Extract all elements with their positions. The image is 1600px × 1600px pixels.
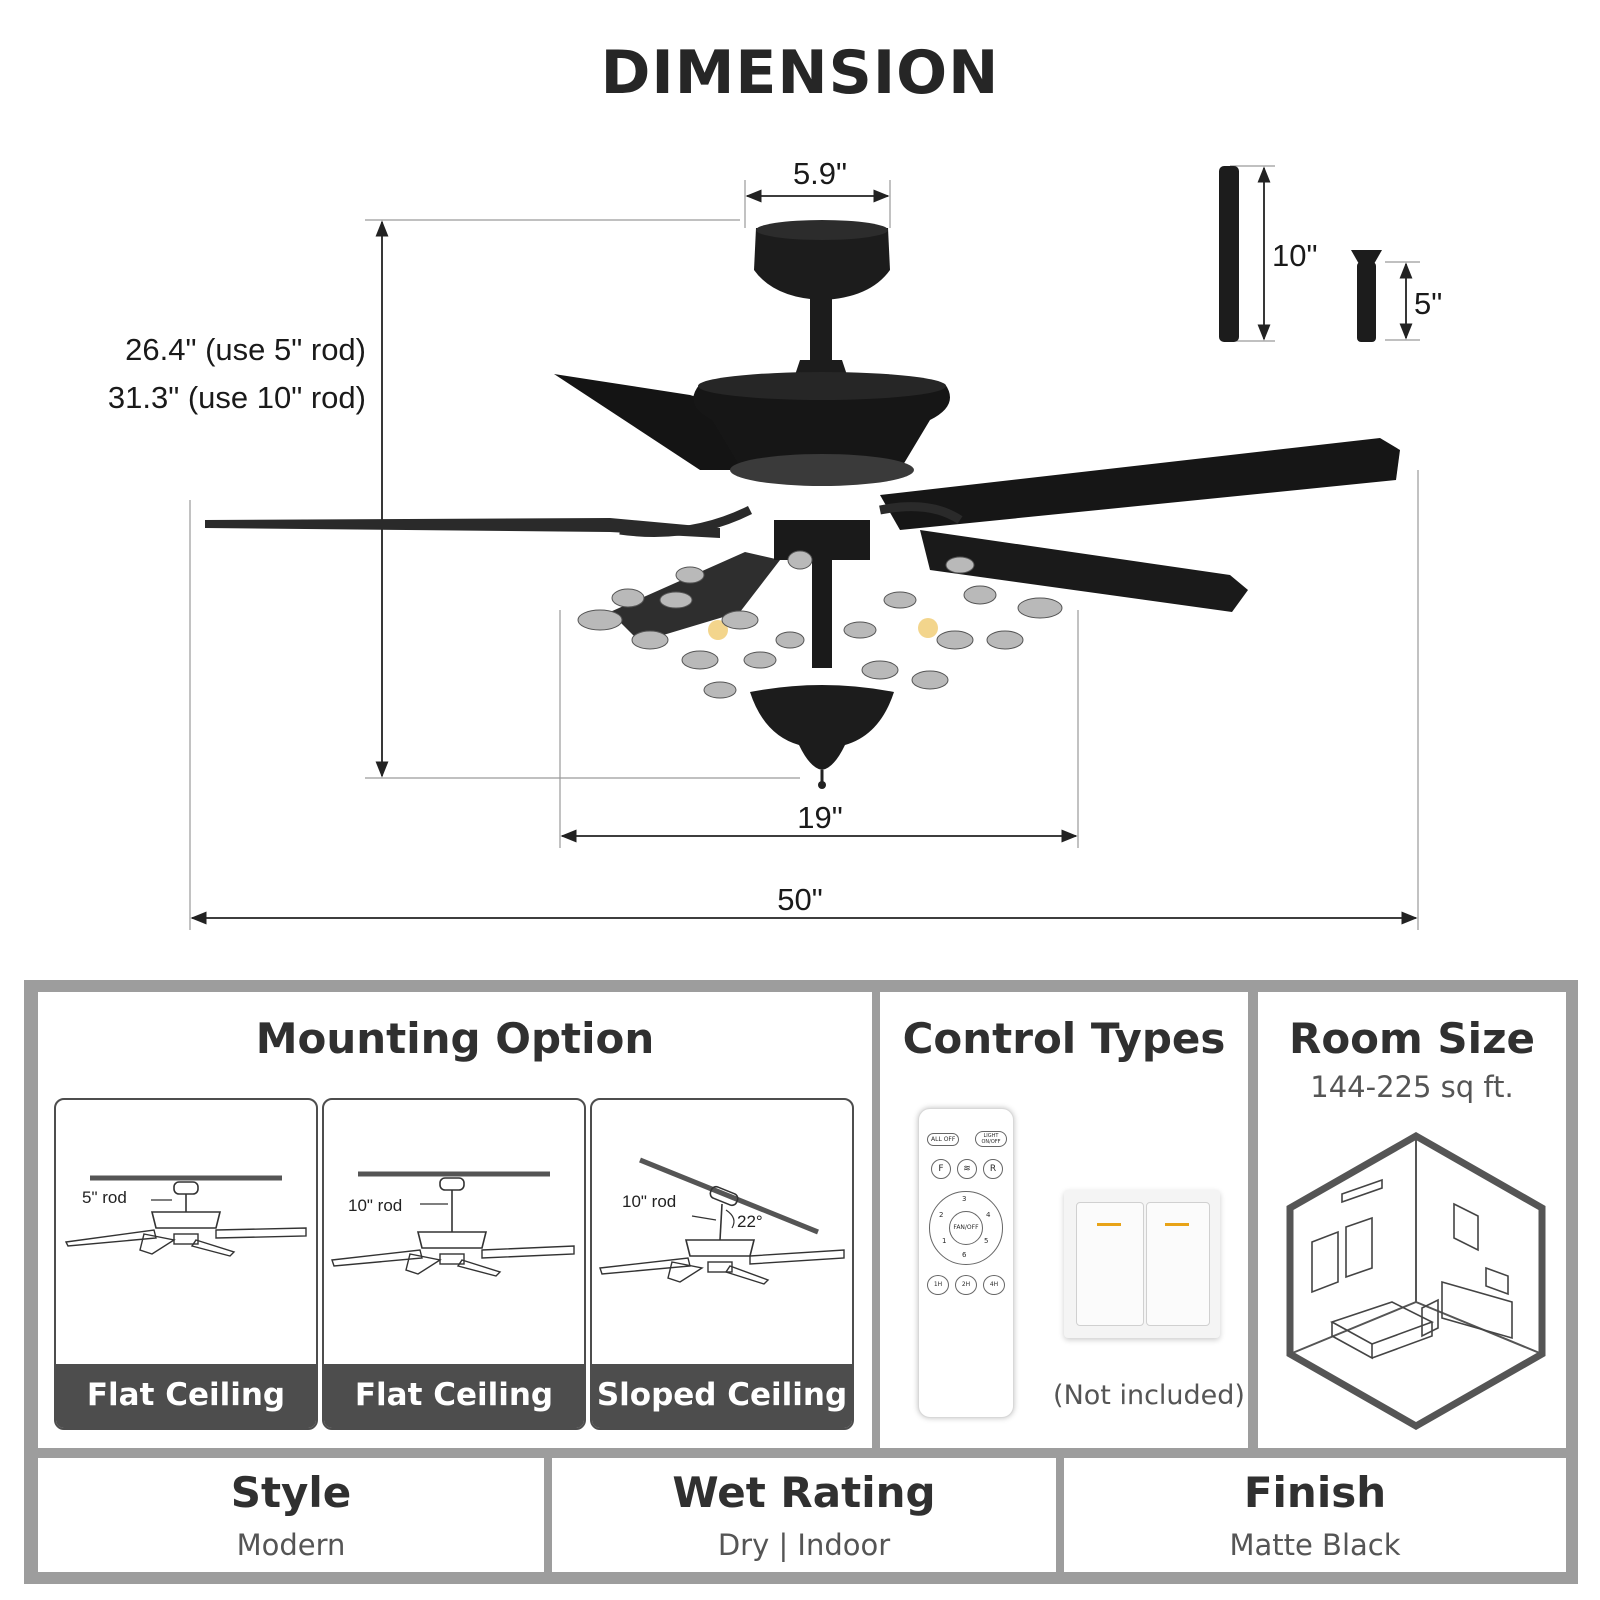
- speed-dial: [929, 1191, 1003, 1265]
- room-title: Room Size: [1288, 1014, 1535, 1063]
- timer-4h: 4H: [983, 1275, 1005, 1295]
- flat-ceiling-10-rod-icon: [331, 1171, 575, 1277]
- switch-indicator: [1165, 1223, 1189, 1226]
- all-off-button: ALL OFF: [927, 1133, 960, 1146]
- style-cell: Style Modern: [38, 1458, 544, 1572]
- height-10-rod-label: 31.3" (use 10" rod): [107, 380, 366, 415]
- finish-label: Finish: [1243, 1468, 1387, 1517]
- speed-4: 4: [986, 1211, 991, 1219]
- light-button: LIGHT ON/OFF: [975, 1131, 1007, 1147]
- page-title: DIMENSION: [600, 38, 1000, 108]
- timer-2h: 2H: [955, 1275, 977, 1295]
- breeze-icon: ≋: [957, 1159, 977, 1179]
- sloped-ceiling-icon: [599, 1157, 845, 1285]
- speed-3: 3: [962, 1195, 967, 1203]
- f-button: F: [931, 1159, 951, 1179]
- rod-label: 10" rod: [622, 1192, 677, 1211]
- style-value: Modern: [236, 1528, 346, 1562]
- light-width-label: 19": [797, 800, 843, 835]
- slope-angle-label: 22°: [737, 1212, 763, 1231]
- switch-right: [1146, 1202, 1210, 1326]
- room-size-value: 144-225 sq ft.: [1310, 1070, 1514, 1104]
- blade-span-label: 50": [777, 882, 823, 917]
- switch-left: [1076, 1202, 1144, 1326]
- switch-indicator: [1097, 1223, 1121, 1226]
- dimension-arrows: [190, 166, 1418, 925]
- mount-option-flat-10: 10" rod Flat Ceiling: [322, 1098, 586, 1430]
- speed-2: 2: [939, 1211, 944, 1219]
- r-button: R: [983, 1159, 1003, 1179]
- mount-option-sloped: 10" rod 22° Sloped Ceiling: [590, 1098, 854, 1430]
- downrod-5-icon: [1351, 250, 1382, 342]
- speed-6: 6: [962, 1251, 967, 1259]
- mounting-title: Mounting Option: [255, 1014, 655, 1063]
- fan-dimension-diagram: [189, 165, 1420, 930]
- mount-caption: Flat Ceiling: [56, 1364, 316, 1428]
- finish-cell: Finish Matte Black: [1064, 1458, 1566, 1572]
- canopy-width-label: 5.9": [792, 156, 848, 191]
- style-label: Style: [230, 1468, 352, 1517]
- wet-rating-label: Wet Rating: [672, 1468, 936, 1517]
- short-rod-label: 5": [1414, 286, 1443, 321]
- speed-5: 5: [984, 1237, 989, 1245]
- finish-value: Matte Black: [1229, 1528, 1401, 1562]
- guide-lines: [189, 165, 1420, 930]
- rod-label: 5" rod: [82, 1188, 127, 1207]
- speed-1: 1: [942, 1237, 947, 1245]
- long-rod-label: 10": [1272, 238, 1318, 273]
- not-included-note: (Not included): [1053, 1380, 1245, 1411]
- remote-control-icon: ALL OFF LIGHT ON/OFF F ≋ R FAN/OFF 1 2 3…: [918, 1108, 1014, 1418]
- wet-rating-cell: Wet Rating Dry | Indoor: [552, 1458, 1056, 1572]
- rod-label: 10" rod: [348, 1196, 403, 1215]
- wet-rating-value: Dry | Indoor: [717, 1528, 891, 1562]
- wall-switch-icon: [1064, 1190, 1220, 1338]
- height-5-rod-label: 26.4" (use 5" rod): [125, 332, 366, 367]
- ceiling-fan-illustration: [205, 220, 1400, 789]
- downrod-10-icon: [1219, 166, 1239, 342]
- flat-ceiling-5-rod-icon: [64, 1175, 307, 1257]
- mount-caption: Flat Ceiling: [324, 1364, 584, 1428]
- timer-1h: 1H: [927, 1275, 949, 1295]
- mount-caption: Sloped Ceiling: [592, 1364, 852, 1428]
- mount-option-flat-5: 5" rod Flat Ceiling: [54, 1098, 318, 1430]
- fan-off-button: FAN/OFF: [949, 1211, 983, 1245]
- room-illustration-icon: [1286, 1132, 1546, 1430]
- control-title: Control Types: [902, 1014, 1226, 1063]
